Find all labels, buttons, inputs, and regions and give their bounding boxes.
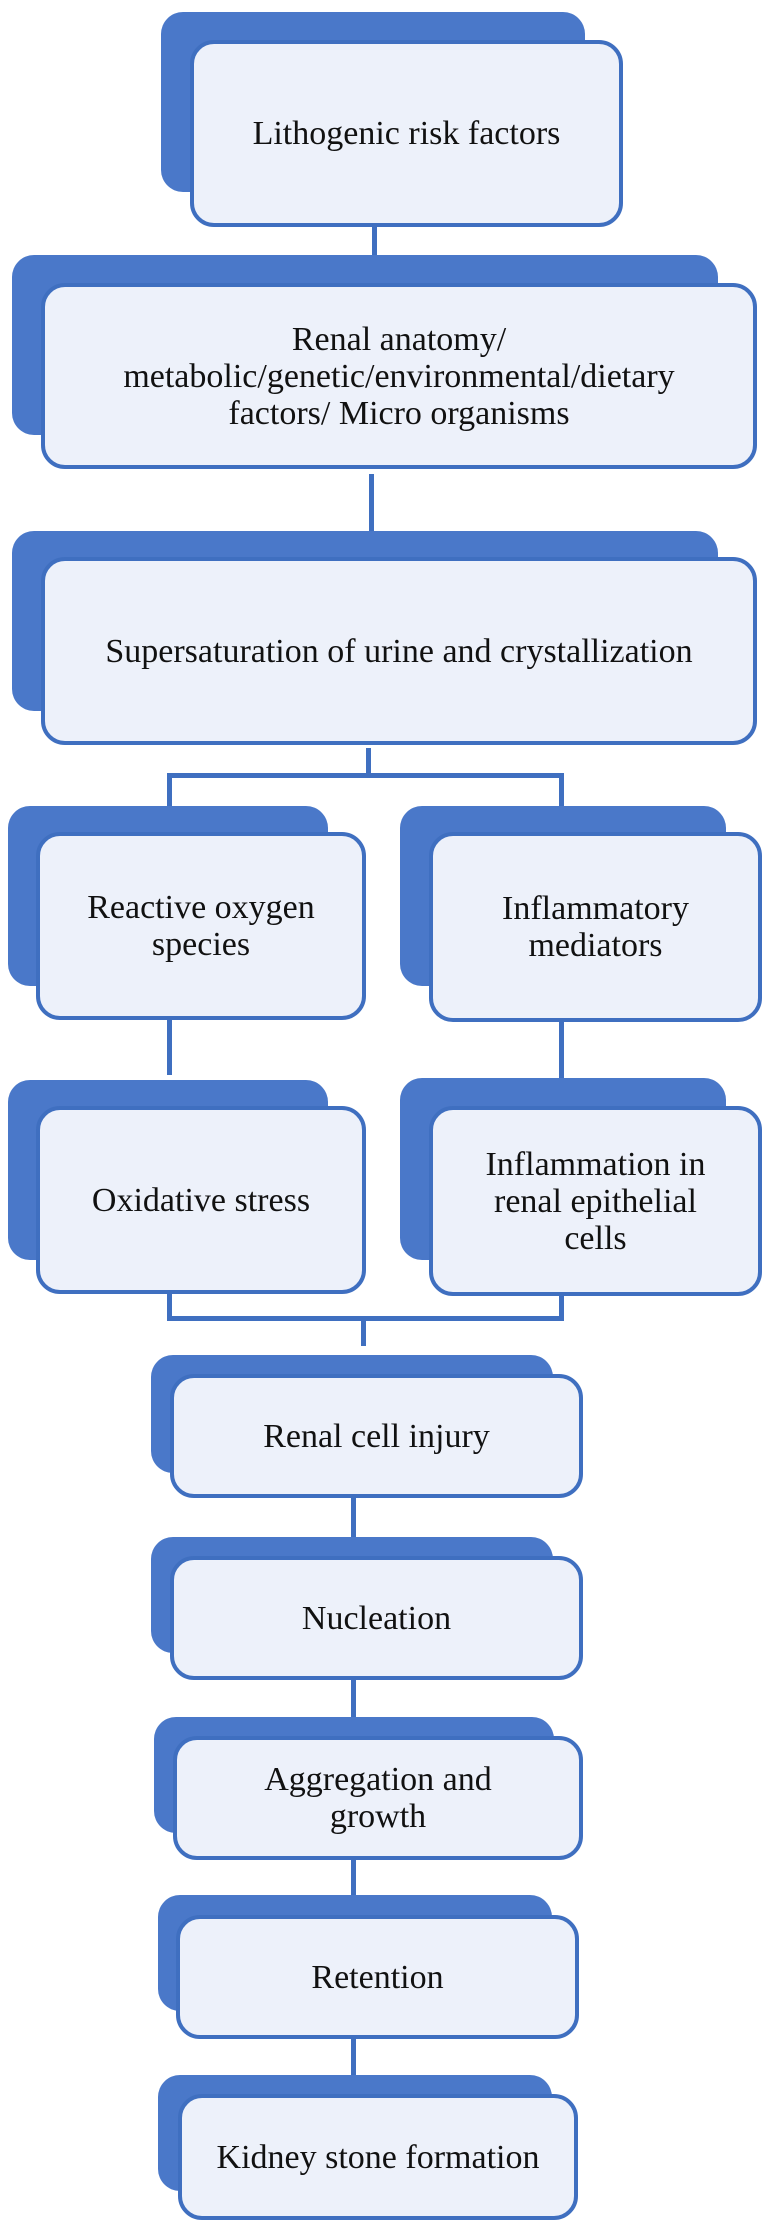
connector-1 <box>372 205 377 255</box>
node-label: Renal anatomy/ metabolic/genetic/environ… <box>123 320 675 432</box>
node-label: Kidney stone formation <box>216 2138 540 2176</box>
connector-4 <box>351 1494 356 1554</box>
node-label: Renal cell injury <box>263 1417 490 1455</box>
node-label: Nucleation <box>301 1599 452 1637</box>
node-label: Supersaturation of urine and crystalliza… <box>105 632 693 670</box>
connector-5 <box>351 1678 356 1731</box>
connector-left-down <box>167 1020 172 1075</box>
connector-2 <box>369 474 374 532</box>
node-label: Lithogenic risk factors <box>252 115 561 152</box>
connector-right-down <box>559 1022 564 1079</box>
node-label: Reactive oxygen species <box>87 889 315 963</box>
connector-6 <box>351 1858 356 1912</box>
connector-split-left <box>167 773 172 815</box>
connector-split-h <box>167 773 564 778</box>
connector-join-down <box>361 1316 366 1346</box>
node-label: Inflammation in renal epithelial cells <box>485 1145 706 1257</box>
connector-3 <box>366 748 371 776</box>
connector-split-right <box>559 773 564 817</box>
node-label: Inflammatory mediators <box>502 890 689 964</box>
node-label: Aggregation and growth <box>264 1761 492 1835</box>
node-label: Retention <box>311 1958 444 1996</box>
node-label: Oxidative stress <box>91 1181 311 1219</box>
connector-7 <box>351 2036 356 2088</box>
